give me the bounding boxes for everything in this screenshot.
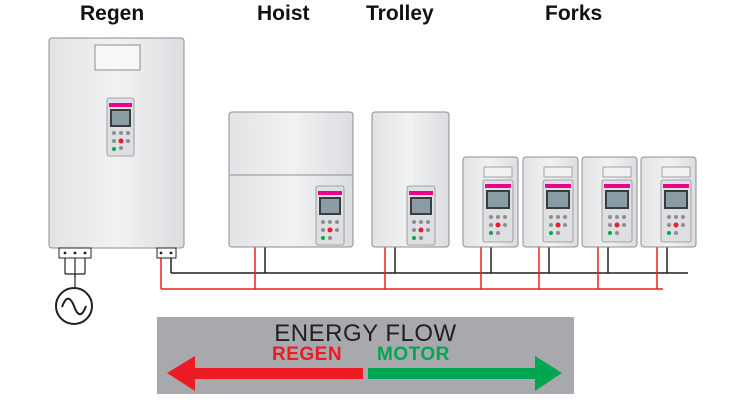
trolley-keypad	[406, 185, 436, 246]
regen-ac-terminals	[58, 247, 92, 259]
forks-keypad-3	[601, 179, 633, 243]
regen-window	[94, 44, 141, 71]
forks-keypad-1	[482, 179, 514, 243]
forks-drive-3	[581, 156, 638, 248]
regen-flow-label: REGEN	[272, 344, 343, 365]
hoist-keypad	[315, 185, 345, 246]
sine-wave-icon	[55, 287, 93, 325]
forks-drive-2	[522, 156, 579, 248]
regen-keypad	[106, 97, 135, 157]
energy-flow-panel: ENERGY FLOW	[157, 317, 574, 394]
forks-keypad-4	[660, 179, 692, 243]
regen-dc-terminals	[156, 247, 177, 259]
regen-arrow	[167, 356, 363, 391]
trolley-unit-label: Trolley	[366, 2, 434, 25]
forks-drive-1	[462, 156, 519, 248]
dc-bus-wiring	[160, 247, 688, 290]
energy-flow-title: ENERGY FLOW	[274, 320, 457, 347]
motor-flow-label: MOTOR	[377, 344, 450, 365]
energy-flow-arrows	[167, 356, 562, 391]
hoist-drive	[228, 111, 354, 248]
trolley-drive	[371, 111, 450, 248]
forks-drive-4	[640, 156, 697, 248]
regen-unit	[48, 37, 185, 259]
forks-keypad-2	[542, 179, 574, 243]
motor-arrow	[368, 356, 562, 391]
ac-supply-wiring	[64, 258, 86, 287]
forks-unit-label: Forks	[545, 2, 603, 25]
hoist-unit-label: Hoist	[257, 2, 310, 25]
regen-unit-label: Regen	[80, 2, 145, 25]
